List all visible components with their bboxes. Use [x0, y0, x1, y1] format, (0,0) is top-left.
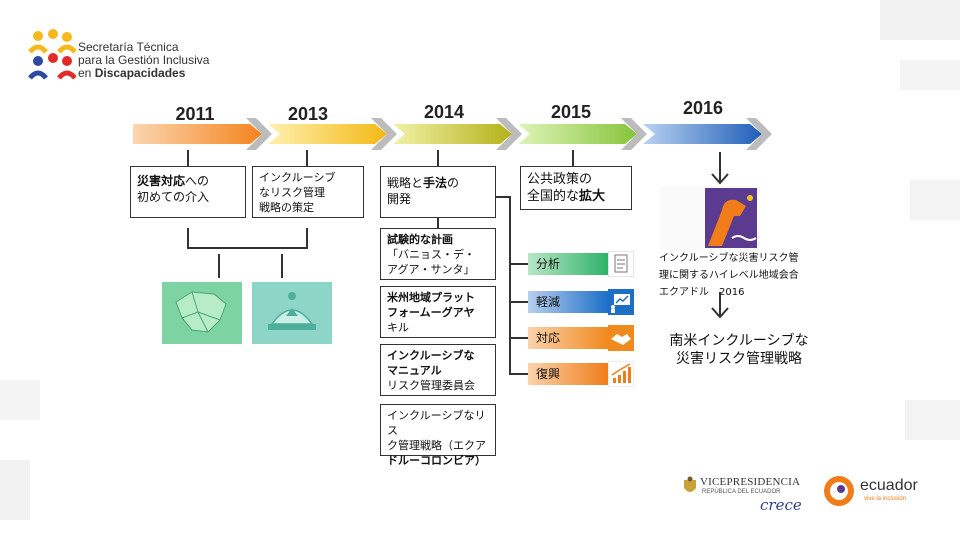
connector — [496, 196, 510, 198]
connector — [187, 247, 308, 249]
milestone-box-2011: 災害対応への 初めての介入 — [130, 166, 246, 218]
arrow-down-icon — [711, 152, 729, 185]
timeline-chevron — [371, 118, 397, 150]
organization-logo: Secretaría Técnica para la Gestión Inclu… — [28, 28, 228, 84]
year-label-2016: 2016 — [682, 98, 724, 118]
meeting-caption: インクルーシブな災害リスク管 理に関するハイレベル地域会合 エクアドル 2016 — [659, 253, 799, 298]
connector — [218, 254, 220, 278]
sub-item-box-2: 米州地域プラット フォームーグアヤ キル — [380, 286, 496, 338]
sub-item-box-4: インクルーシブなリス ク管理戦略（エクア ドルーコロンビア） — [380, 404, 496, 467]
timeline-arrow-2014 — [393, 124, 512, 144]
connector — [306, 150, 308, 166]
phase-recovery: 復興 — [528, 363, 608, 385]
ecuador-brand-icon — [824, 476, 854, 506]
phase-mitigation: 軽減 — [528, 291, 608, 313]
background-decoration — [905, 400, 960, 440]
connector — [437, 218, 439, 228]
year-label-2014: 2014 — [423, 102, 465, 122]
logo-line-1: Secretaría Técnica — [78, 40, 179, 54]
arrow-down-icon — [711, 292, 729, 319]
background-decoration — [0, 380, 40, 420]
milestone-bold-text: 災害対応 — [137, 174, 186, 188]
connector — [187, 150, 189, 166]
phase-response: 対応 — [528, 327, 608, 349]
timeline-chevron — [621, 118, 647, 150]
handshake-icon — [608, 325, 634, 351]
vicepresidencia-logo: VICEPRESIDENCIA REPÚBLICA DEL ECUADOR cr… — [682, 474, 812, 524]
people-logo-icon — [28, 29, 76, 80]
milestone-box-2014: 戦略と手法の 開発 — [380, 166, 496, 218]
background-decoration — [880, 0, 960, 40]
timeline-arrow-2011 — [133, 124, 262, 144]
year-label-2011: 2011 — [175, 104, 215, 124]
background-decoration — [900, 60, 960, 90]
presentation-icon — [608, 289, 634, 315]
phase-analysis: 分析 — [528, 253, 608, 275]
coat-of-arms-icon — [684, 476, 696, 492]
outcome-text: 南米インクルーシブな 災害リスク管理戦略 — [669, 333, 809, 367]
sub-item-box-1: 試験的な計画 「バニョス・デ・ アグア・サンタ」 — [380, 228, 496, 280]
connector — [509, 263, 529, 265]
emergency-kit-icon — [252, 282, 332, 344]
sub-item-box-3: インクルーシブな マニュアル リスク管理委員会 — [380, 344, 496, 396]
timeline-chevron — [246, 118, 272, 150]
growth-chart-icon — [608, 361, 634, 387]
logo-line-3: en Discapacidades — [78, 66, 186, 80]
connector — [509, 196, 511, 374]
year-label-2013: 2013 — [287, 104, 329, 124]
timeline-chevron — [496, 118, 522, 150]
connector — [509, 373, 529, 375]
regional-meeting-logo — [660, 186, 760, 250]
connector — [509, 301, 529, 303]
year-label-2015: 2015 — [550, 102, 592, 122]
timeline-chevron — [746, 118, 772, 150]
connector — [306, 228, 308, 248]
ecuador-logo: ecuador vive la inclusión — [822, 472, 932, 512]
timeline-arrows — [133, 118, 772, 150]
timeline-arrow-2013 — [268, 124, 387, 144]
logo-text: Secretaría Técnica para la Gestión Inclu… — [78, 41, 238, 80]
connector — [437, 150, 439, 166]
background-decoration — [910, 180, 960, 220]
connector — [281, 254, 283, 278]
document-icon — [608, 251, 634, 277]
connector — [509, 337, 529, 339]
connector — [187, 228, 189, 248]
timeline-arrow-2015 — [518, 124, 637, 144]
timeline-arrow-2016 — [643, 124, 762, 144]
background-decoration — [0, 460, 30, 520]
logo-line-2: para la Gestión Inclusiva — [78, 53, 210, 67]
milestone-box-2013: インクルーシブ なリスク管理 戦略の策定 — [252, 166, 364, 218]
connector — [572, 150, 574, 166]
ecuador-map-icon — [162, 282, 242, 344]
logo-bold-word: Discapacidades — [94, 66, 186, 80]
milestone-box-2015: 公共政策の 全国的な拡大 — [520, 166, 632, 210]
